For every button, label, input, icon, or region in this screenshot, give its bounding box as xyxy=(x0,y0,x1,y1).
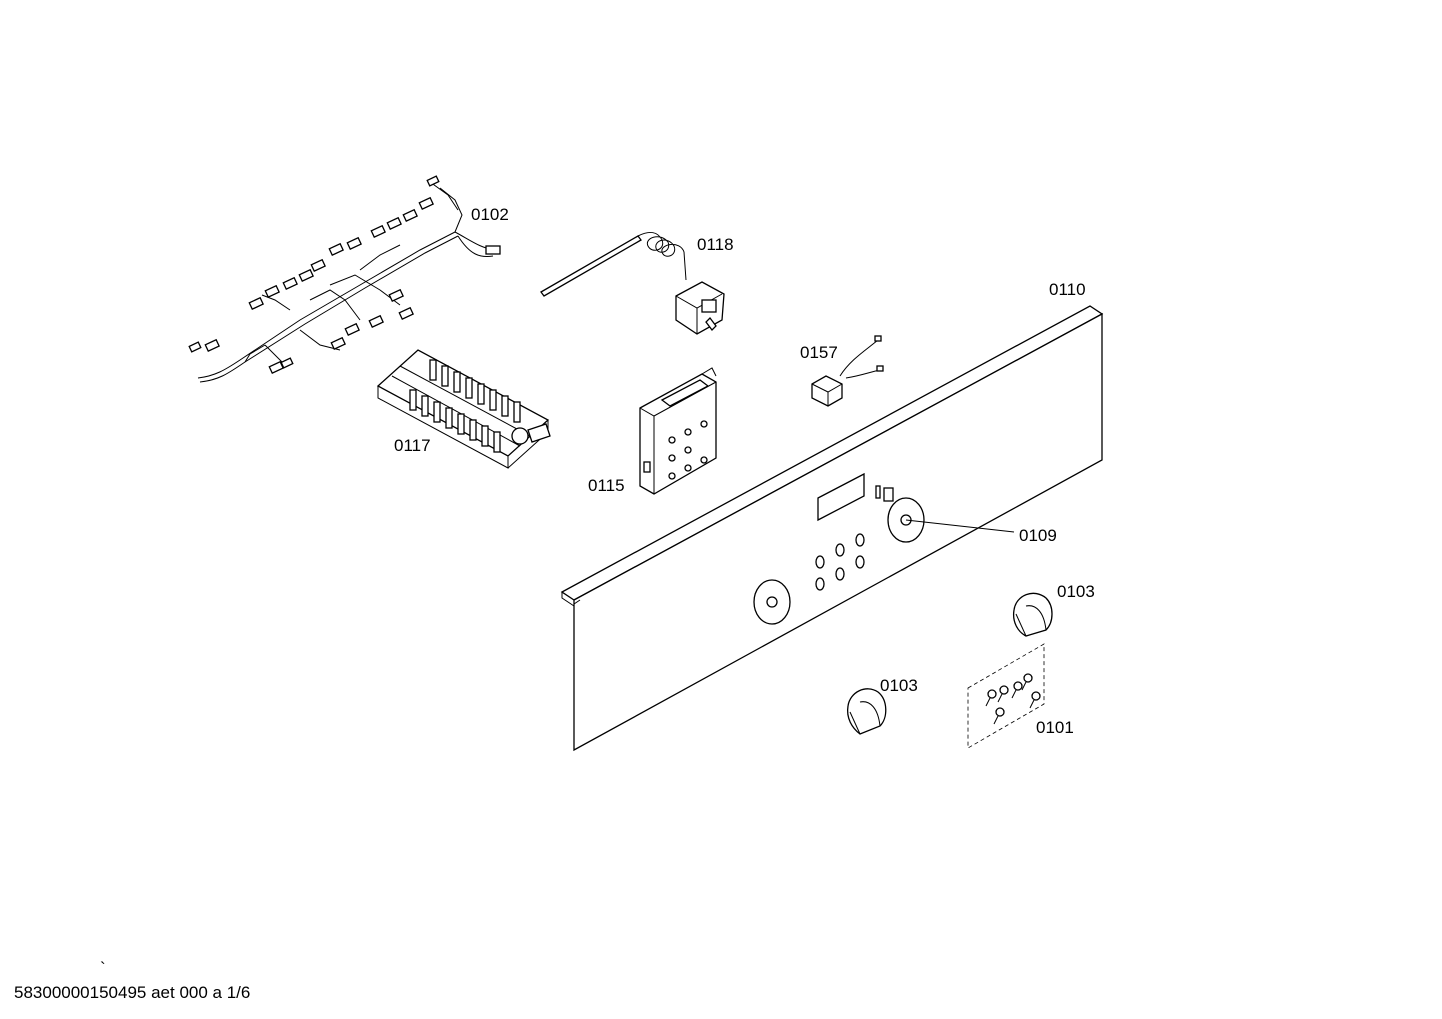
label-0117: 0117 xyxy=(394,436,431,455)
label-0109: 0109 xyxy=(1019,526,1057,545)
label-0118: 0118 xyxy=(697,235,734,254)
label-0101: 0101 xyxy=(1036,718,1074,737)
timer-module-0115 xyxy=(639,367,717,495)
knob-0103-upper xyxy=(1012,592,1053,637)
selector-switch-0117 xyxy=(376,349,551,469)
footer-mark: ` xyxy=(100,959,106,978)
thermostat-0118 xyxy=(540,232,725,335)
footer-document-id: 58300000150495 aet 000 a 1/6 xyxy=(14,983,250,1002)
label-0103-upper: 0103 xyxy=(1057,582,1095,601)
wiring-harness-0102 xyxy=(188,175,501,383)
label-0115: 0115 xyxy=(588,476,625,495)
label-0103-lower: 0103 xyxy=(880,676,918,695)
control-panel-0110 xyxy=(560,305,1104,752)
indicator-lamp-0109 xyxy=(875,485,1015,533)
label-0110: 0110 xyxy=(1049,280,1086,299)
label-0157: 0157 xyxy=(800,343,838,362)
switch-0157 xyxy=(811,335,884,407)
screw-set-0101 xyxy=(967,643,1045,749)
knob-0103-lower xyxy=(846,688,887,735)
label-0102: 0102 xyxy=(471,205,509,224)
